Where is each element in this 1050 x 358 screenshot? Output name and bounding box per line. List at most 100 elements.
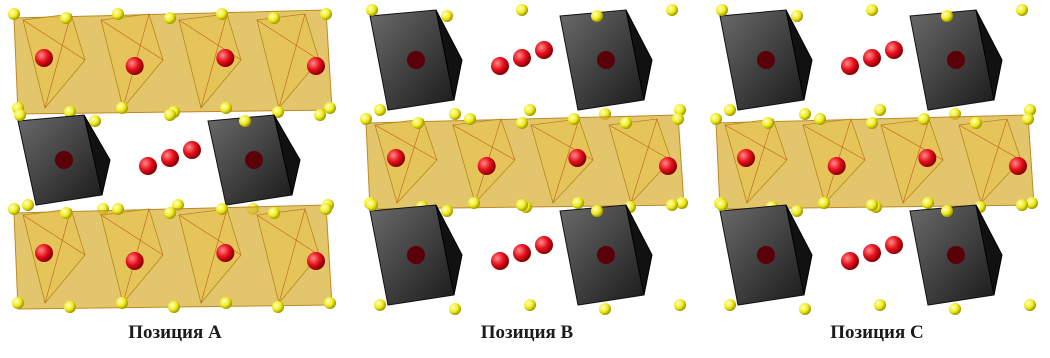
yellow-atom (8, 8, 20, 20)
oxygen-atom (535, 236, 553, 254)
yellow-atom (941, 10, 953, 22)
yellow-atom (716, 4, 728, 16)
yellow-atom (866, 199, 878, 211)
yellow-atom (449, 303, 461, 315)
dark-layer-2 (719, 204, 1003, 306)
yellow-atom (324, 102, 336, 114)
yellow-atom (1022, 113, 1034, 125)
yellow-atom (1016, 199, 1028, 211)
dark-center-atom (597, 51, 615, 69)
yellow-atom (220, 297, 232, 309)
yellow-atom (220, 102, 232, 114)
yellow-atom (239, 115, 251, 127)
oxygen-atom (35, 49, 53, 67)
yellow-atom (268, 207, 280, 219)
yellow-atom (1024, 299, 1036, 311)
yellow-atom (666, 199, 678, 211)
panel-position-c: Позиция C (702, 0, 1050, 358)
yellow-atom (676, 197, 688, 209)
yellow-atom (516, 4, 528, 16)
yellow-atom (524, 104, 536, 116)
yellow-atom (716, 199, 728, 211)
yellow-atom (268, 12, 280, 24)
yellow-atom (710, 113, 722, 125)
oxygen-atom (863, 244, 881, 262)
yellow-atom (374, 299, 386, 311)
yellow-atom (591, 10, 603, 22)
yellow-atom (468, 197, 480, 209)
yellow-atom (441, 10, 453, 22)
yellow-atom (116, 102, 128, 114)
crystal-structure-c (710, 4, 1038, 315)
oxygen-atom (535, 41, 553, 59)
yellow-atom (799, 108, 811, 120)
yellow-atom (324, 297, 336, 309)
yellow-atom (320, 203, 332, 215)
oxygen-atom (491, 57, 509, 75)
gold-layer-1 (365, 114, 685, 210)
yellow-atom (516, 199, 528, 211)
oxygen-atom (139, 157, 157, 175)
oxygen-atom (827, 157, 846, 175)
dark-center-atom (947, 246, 965, 264)
yellow-atom (620, 117, 632, 129)
yellow-atom (216, 203, 228, 215)
oxygen-atom (737, 149, 755, 167)
yellow-atom (22, 199, 34, 211)
dark-center-atom (757, 246, 775, 264)
panel-position-a: Позиция A (0, 0, 350, 358)
oxygen-atom (161, 149, 179, 167)
yellow-atom (112, 8, 124, 20)
gold-layer-2 (13, 204, 333, 310)
yellow-atom (591, 205, 603, 217)
yellow-atom (366, 4, 378, 16)
yellow-atom (449, 108, 461, 120)
oxygen-atom (35, 244, 53, 262)
oxygen-atom (659, 157, 677, 175)
yellow-atom (412, 117, 424, 129)
oxygen-atom (387, 149, 405, 167)
yellow-atom (374, 104, 386, 116)
yellow-atom (8, 203, 20, 215)
yellow-atom (320, 8, 332, 20)
oxygen-atom (125, 252, 144, 270)
yellow-atom (874, 299, 886, 311)
yellow-atom (970, 117, 982, 129)
oxygen-atom (307, 57, 325, 75)
yellow-atom (60, 12, 72, 24)
yellow-atom (116, 297, 128, 309)
dark-center-atom (407, 246, 425, 264)
yellow-atom (874, 104, 886, 116)
oxygen-atom (477, 157, 496, 175)
yellow-atom (791, 205, 803, 217)
yellow-atom (216, 8, 228, 20)
yellow-atom (941, 205, 953, 217)
oxygen-atom (568, 149, 587, 167)
gold-layer-0 (13, 9, 333, 115)
yellow-atom (814, 113, 826, 125)
yellow-atom (164, 109, 176, 121)
oxygen-atom (125, 57, 144, 75)
caption-position-a: Позиция A (128, 322, 222, 343)
yellow-atom (866, 4, 878, 16)
yellow-atom (866, 117, 878, 129)
yellow-atom (762, 117, 774, 129)
yellow-atom (918, 113, 930, 125)
oxygen-atom (183, 141, 201, 159)
gold-layer-1 (715, 114, 1035, 210)
yellow-atom (14, 109, 26, 121)
yellow-atom (724, 299, 736, 311)
yellow-atom (791, 10, 803, 22)
yellow-atom (818, 197, 830, 209)
yellow-atom (441, 205, 453, 217)
yellow-atom (168, 301, 180, 313)
yellow-atom (60, 207, 72, 219)
yellow-atom (272, 106, 284, 118)
dark-center-atom (597, 246, 615, 264)
yellow-atom (674, 299, 686, 311)
yellow-atom (1016, 4, 1028, 16)
yellow-atom (1026, 197, 1038, 209)
yellow-atom (172, 199, 184, 211)
yellow-atom (799, 303, 811, 315)
yellow-atom (572, 197, 584, 209)
